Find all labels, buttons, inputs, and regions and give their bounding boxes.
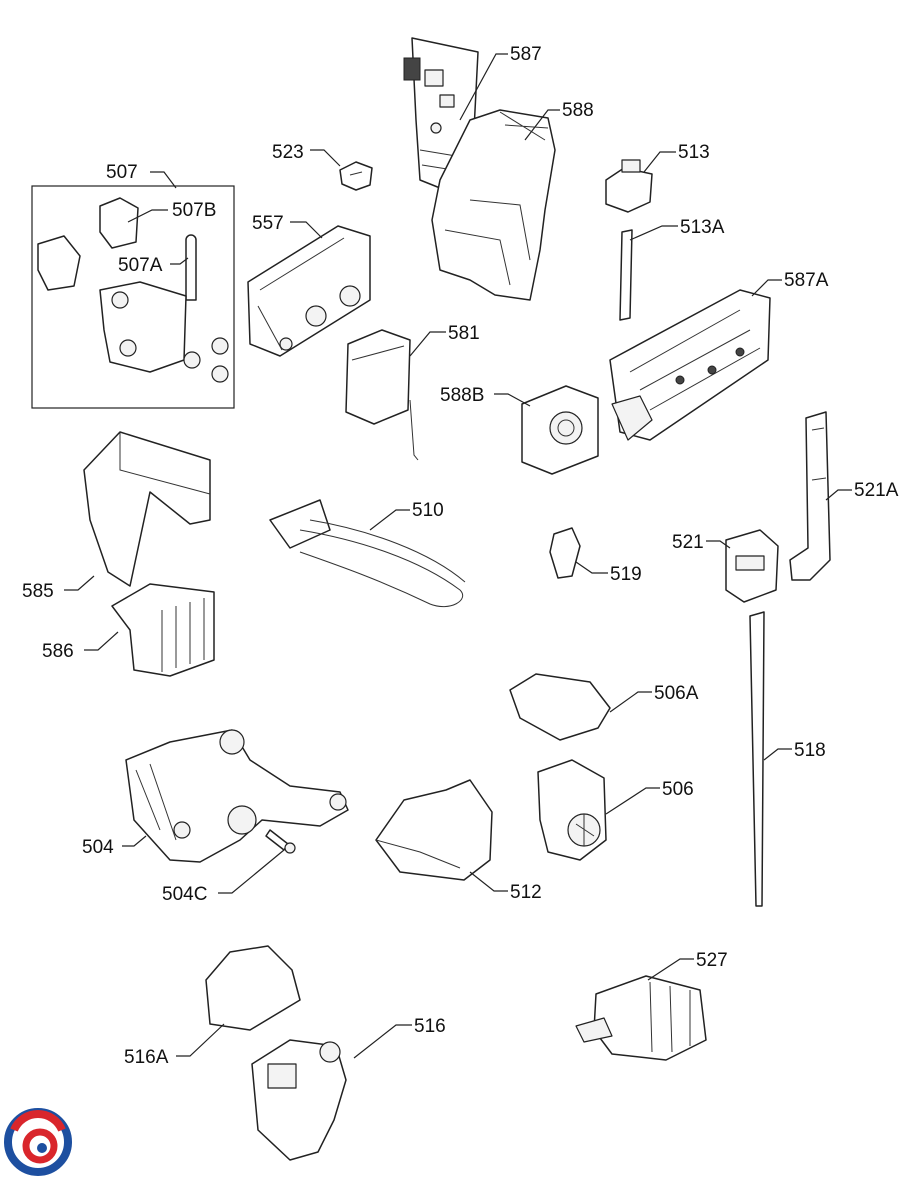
part-588B-pressure-sensor [521,385,599,475]
label-510: 510 [412,500,444,521]
label-507: 507 [106,162,138,183]
part-581-module [345,329,419,461]
label-504C: 504C [162,884,207,905]
part-513A-rod [619,229,633,321]
label-519: 519 [610,564,642,585]
part-586-filter [111,583,215,677]
part-523-clip [339,161,373,191]
part-521-door-lock [725,529,779,603]
part-513-switch [605,159,653,213]
label-527: 527 [696,950,728,971]
label-586: 586 [42,641,74,662]
part-516-recirculation-pump [251,1039,347,1161]
label-523: 523 [272,142,304,163]
label-588B: 588B [440,385,484,406]
label-506: 506 [662,779,694,800]
label-512: 512 [510,882,542,903]
label-518: 518 [794,740,826,761]
label-513A: 513A [680,217,725,238]
label-521A: 521A [854,480,899,501]
label-507A: 507A [118,255,163,276]
label-504: 504 [82,837,114,858]
part-527-pump-motor [575,975,707,1061]
brand-logo [4,1108,72,1176]
label-588: 588 [562,100,594,121]
label-587A: 587A [784,270,829,291]
part-507-valve-group [31,185,235,409]
label-521: 521 [672,532,704,553]
part-521A-bracket [789,411,831,581]
part-516A-pump-cover [205,945,301,1031]
part-506A-pump-cover [509,673,611,741]
part-504-motor [125,729,349,863]
leader-lines [64,53,852,1059]
part-587A-display-board [609,289,771,441]
label-513: 513 [678,142,710,163]
label-516: 516 [414,1016,446,1037]
part-518-cable [749,611,765,907]
part-585-cover [83,431,211,587]
label-581: 581 [448,323,480,344]
part-557-selector-board [247,225,371,357]
group-507-frame [31,185,235,409]
label-507B: 507B [172,200,216,221]
label-516A: 516A [124,1047,169,1068]
part-512-bracket [375,779,493,881]
part-588-housing [431,109,556,301]
part-labels: 587 588 523 513 507 507B 557 513A 507A 5… [22,44,899,1068]
label-587: 587 [510,44,542,65]
label-585: 585 [22,581,54,602]
part-519-sensor [549,527,581,579]
label-506A: 506A [654,683,699,704]
part-510-heating-element [269,499,466,608]
part-504C-screw [265,829,296,854]
label-557: 557 [252,213,284,234]
part-506-drain-pump [537,759,607,861]
